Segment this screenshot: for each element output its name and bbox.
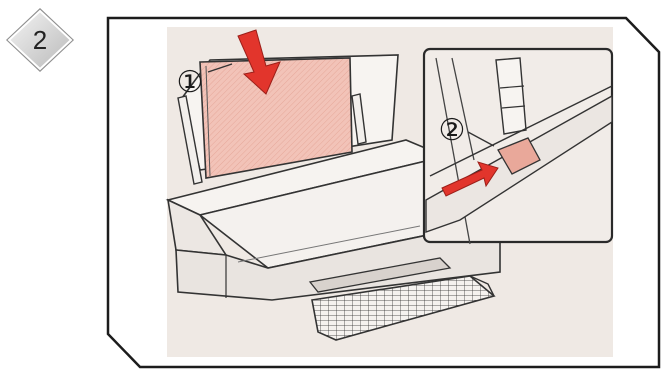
detail-inset: ②	[424, 49, 612, 244]
callout-2-label: ②	[439, 114, 466, 147]
step-number: 2	[33, 25, 47, 55]
step-badge: 2	[6, 8, 74, 72]
callout-1-label: ①	[177, 66, 204, 99]
